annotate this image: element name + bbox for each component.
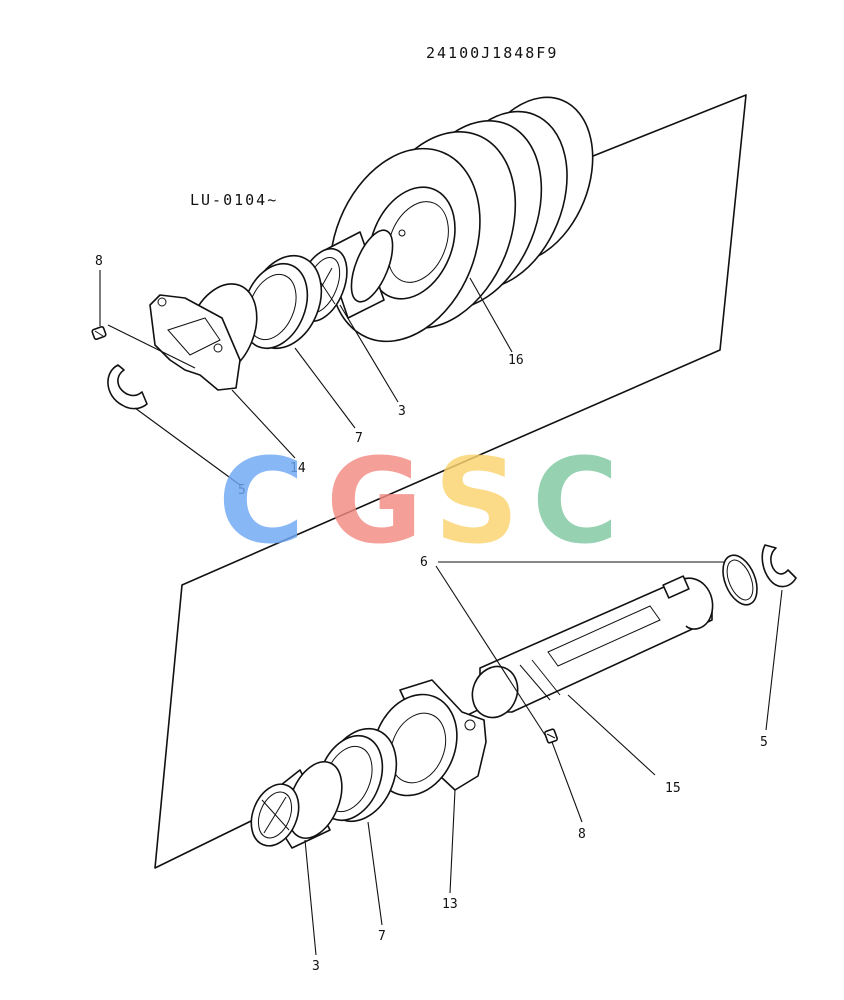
callout-7-top: 7 — [355, 431, 363, 446]
svg-text:S: S — [434, 432, 519, 570]
svg-text:C: C — [532, 432, 619, 570]
bottom-leader-lines — [304, 561, 783, 956]
callout-labels: 8 16 3 7 14 5 6 5 15 8 13 7 3 — [95, 254, 768, 974]
retainer-ring-5-bottom — [761, 544, 797, 588]
callout-8-top: 8 — [95, 254, 103, 269]
svg-text:G: G — [326, 432, 423, 570]
bolt-8-bottom — [544, 728, 558, 744]
callout-5-bottom: 5 — [760, 735, 768, 750]
bushing-3-bottom — [250, 761, 343, 849]
callout-14: 14 — [290, 461, 306, 476]
callout-7-bottom: 7 — [378, 929, 386, 944]
exploded-frame — [154, 94, 747, 869]
part-number-title: 24100J1848F9 — [426, 44, 558, 62]
cgsc-watermark-logo: C G S C — [218, 432, 619, 570]
floating-seal-7-top — [241, 254, 323, 350]
top-leader-lines — [99, 270, 513, 486]
callout-5-top: 5 — [238, 483, 246, 498]
callout-16: 16 — [508, 353, 524, 368]
o-ring-6 — [722, 554, 758, 606]
shaft-15 — [471, 575, 714, 719]
callout-8-bottom: 8 — [578, 827, 586, 842]
svg-text:C: C — [218, 432, 305, 570]
callout-13: 13 — [442, 897, 458, 912]
bolt-8-top — [91, 326, 107, 340]
callout-6: 6 — [420, 555, 428, 570]
callout-3-top: 3 — [398, 404, 406, 419]
serial-range-label: LU-0104~ — [190, 191, 278, 209]
callout-15: 15 — [665, 781, 681, 796]
collar-14 — [149, 283, 258, 391]
callout-3-bottom: 3 — [312, 959, 320, 974]
retainer-ring-5-top — [107, 364, 148, 410]
roller-16 — [329, 96, 594, 343]
